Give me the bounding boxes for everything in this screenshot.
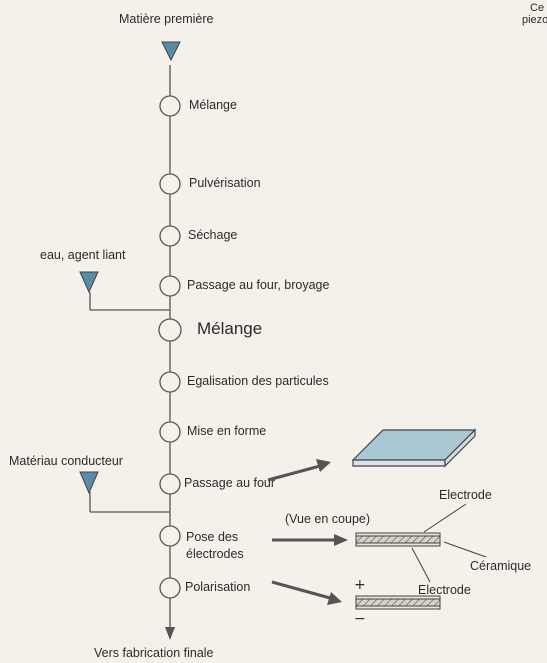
corner-text-line1: Ce bbox=[530, 2, 545, 14]
step-circle-5 bbox=[158, 318, 182, 342]
step-8-label: Passage au four bbox=[184, 476, 276, 490]
step-circle-2 bbox=[159, 173, 181, 195]
ceramic-plate-top bbox=[351, 429, 477, 461]
step-circle-1 bbox=[159, 95, 181, 117]
step-4-label: Passage au four, broyage bbox=[187, 278, 330, 292]
electrode-bottom-label: Electrode bbox=[418, 583, 471, 597]
section-electrode-bottom bbox=[355, 542, 441, 547]
arrow-to-plate-head bbox=[316, 459, 331, 472]
polarized-ceramic bbox=[355, 598, 441, 607]
section-ceramic bbox=[355, 535, 441, 544]
polarity-plus-sign: + bbox=[354, 577, 366, 593]
step-6-label: Egalisation des particules bbox=[187, 374, 329, 388]
step-circle-8 bbox=[159, 473, 181, 495]
binder-input-label: eau, agent liant bbox=[40, 248, 126, 262]
step-circle-6 bbox=[159, 371, 181, 393]
output-label: Vers fabrication finale bbox=[94, 646, 214, 660]
binder-input-triangle bbox=[79, 271, 99, 294]
arrow-to-polarized-shaft bbox=[271, 580, 331, 600]
electrode-top-label: Electrode bbox=[439, 488, 492, 502]
raw-material-triangle bbox=[161, 41, 181, 62]
step-1-label: Mélange bbox=[189, 98, 237, 112]
step-circle-4 bbox=[159, 275, 181, 297]
pointer-ceramic bbox=[443, 541, 487, 558]
arrow-to-section-head bbox=[334, 534, 348, 546]
pointer-electrode-bottom bbox=[411, 547, 431, 583]
polarity-minus-sign: − bbox=[354, 611, 366, 627]
output-arrowhead bbox=[165, 627, 175, 640]
step-10-label: Polarisation bbox=[185, 580, 251, 594]
step-7-label: Mise en forme bbox=[187, 424, 267, 438]
conductor-input-triangle bbox=[79, 471, 99, 495]
corner-text-line2: piezo bbox=[522, 14, 547, 26]
step-circle-3 bbox=[159, 225, 181, 247]
arrow-to-polarized-head bbox=[327, 592, 342, 605]
step-2-label: Pulvérisation bbox=[189, 176, 261, 190]
step-5-label: Mélange bbox=[197, 319, 263, 338]
ceramic-plate-front bbox=[352, 459, 446, 467]
polarized-electrode-bottom bbox=[355, 605, 441, 610]
ceramic-label: Céramique bbox=[470, 559, 532, 573]
step-9-label: Pose des électrodes bbox=[186, 530, 244, 561]
step-3-label: Séchage bbox=[188, 228, 238, 242]
conductor-input-label: Matériau conducteur bbox=[9, 454, 123, 468]
arrow-to-plate-shaft bbox=[267, 464, 321, 482]
corner-text: Ce piezo bbox=[522, 2, 547, 26]
step-circle-10 bbox=[159, 577, 181, 599]
section-view-caption: (Vue en coupe) bbox=[285, 512, 371, 526]
pointer-electrode-top bbox=[423, 503, 467, 533]
section-stack bbox=[355, 532, 441, 547]
ceramic-plate-side bbox=[444, 428, 476, 468]
step-circle-9 bbox=[159, 525, 181, 547]
raw-material-label: Matière première bbox=[119, 12, 214, 26]
step-circle-7 bbox=[159, 421, 181, 443]
